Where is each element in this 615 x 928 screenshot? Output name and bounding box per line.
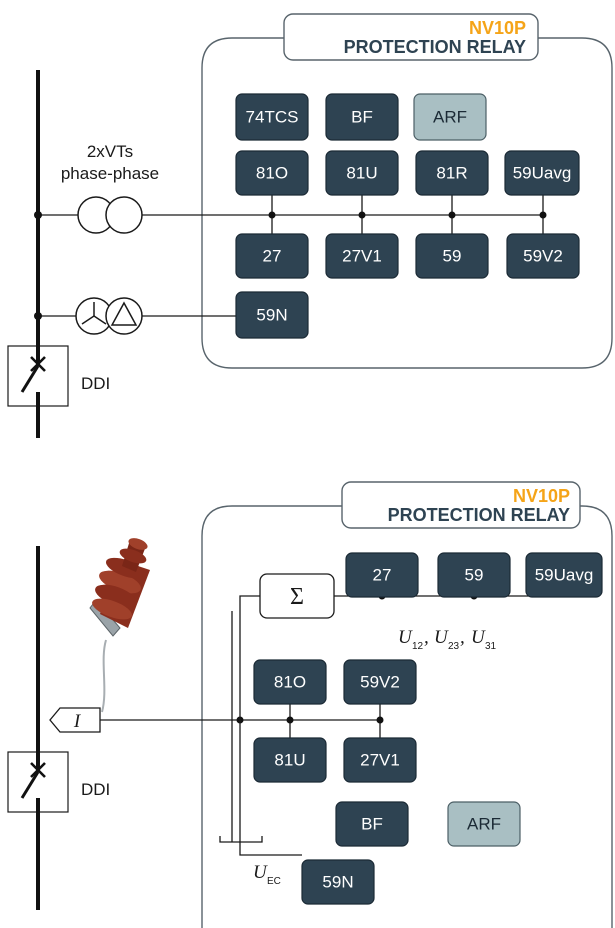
voltage-transformer-icon bbox=[77, 196, 143, 234]
relay-frame-bottom bbox=[201, 505, 613, 928]
block-59n[interactable]: 59N bbox=[235, 291, 309, 339]
block-27v1[interactable]: 27V1 bbox=[343, 737, 417, 783]
sigma-icon: Σ bbox=[290, 584, 304, 610]
svg-text:59N: 59N bbox=[256, 305, 287, 324]
block-81u[interactable]: 81U bbox=[253, 737, 327, 783]
svg-text:81U: 81U bbox=[274, 750, 305, 769]
block-81r[interactable]: 81R bbox=[415, 150, 489, 196]
residual-line-1 bbox=[239, 595, 302, 856]
block-81o[interactable]: 81O bbox=[235, 150, 309, 196]
block-27[interactable]: 27 bbox=[345, 552, 419, 598]
relay-name-top: PROTECTION RELAY bbox=[344, 37, 526, 57]
tap-nodes-current bbox=[236, 700, 384, 738]
bus-node-2 bbox=[34, 312, 42, 320]
block-bf[interactable]: BF bbox=[335, 801, 409, 847]
svg-text:59V2: 59V2 bbox=[523, 246, 563, 265]
breaker-switch-icon bbox=[20, 340, 46, 438]
svg-text:U: U bbox=[253, 862, 268, 883]
svg-text:81U: 81U bbox=[346, 163, 377, 182]
svg-text:U: U bbox=[471, 627, 486, 648]
svg-text:74TCS: 74TCS bbox=[246, 107, 299, 126]
svg-text:27V1: 27V1 bbox=[342, 246, 382, 265]
svg-text:,: , bbox=[424, 627, 429, 648]
breaker-switch-icon bbox=[20, 746, 46, 910]
bus-node-1 bbox=[34, 211, 42, 219]
svg-text:59: 59 bbox=[443, 246, 462, 265]
relay-model-top: NV10P bbox=[469, 18, 526, 38]
block-81o[interactable]: 81O bbox=[253, 659, 327, 705]
svg-text:ARF: ARF bbox=[433, 107, 467, 126]
block-74tcs[interactable]: 74TCS bbox=[235, 93, 309, 141]
svg-text:81O: 81O bbox=[274, 672, 306, 691]
relay-name-bottom: PROTECTION RELAY bbox=[388, 505, 570, 525]
current-sensor-icon bbox=[89, 538, 150, 713]
svg-text:59Uavg: 59Uavg bbox=[535, 565, 594, 584]
block-81u[interactable]: 81U bbox=[325, 150, 399, 196]
current-input-tag bbox=[49, 707, 101, 733]
svg-text:,: , bbox=[460, 627, 465, 648]
residual-bracket bbox=[219, 836, 263, 843]
block-59uavg[interactable]: 59Uavg bbox=[525, 552, 603, 598]
title-box-top bbox=[283, 13, 539, 61]
block-27[interactable]: 27 bbox=[235, 233, 309, 279]
diagram-bottom: NV10P PROTECTION RELAY I bbox=[7, 481, 613, 928]
svg-text:59V2: 59V2 bbox=[360, 672, 400, 691]
block-arf[interactable]: ARF bbox=[447, 801, 521, 847]
svg-text:BF: BF bbox=[351, 107, 373, 126]
vt-label-line1: 2xVTs bbox=[87, 142, 133, 161]
block-59[interactable]: 59 bbox=[415, 233, 489, 279]
residual-voltage-label: U EC bbox=[253, 862, 281, 887]
breaker-label-bottom: DDI bbox=[81, 780, 110, 799]
block-59v2[interactable]: 59V2 bbox=[506, 233, 580, 279]
block-59v2[interactable]: 59V2 bbox=[343, 659, 417, 705]
svg-text:81R: 81R bbox=[436, 163, 467, 182]
block-27v1[interactable]: 27V1 bbox=[325, 233, 399, 279]
voltage-labels: U 12 , U 23 , U 31 bbox=[398, 627, 497, 652]
svg-text:27: 27 bbox=[263, 246, 282, 265]
block-bf[interactable]: BF bbox=[325, 93, 399, 141]
svg-text:27V1: 27V1 bbox=[360, 750, 400, 769]
svg-text:81O: 81O bbox=[256, 163, 288, 182]
relay-frame-top bbox=[201, 37, 613, 369]
block-59[interactable]: 59 bbox=[437, 552, 511, 598]
current-input-label: I bbox=[73, 711, 82, 732]
svg-text:23: 23 bbox=[448, 641, 460, 652]
title-box-bottom bbox=[341, 481, 581, 529]
block-arf[interactable]: ARF bbox=[413, 93, 487, 141]
svg-text:EC: EC bbox=[267, 876, 281, 887]
block-59uavg[interactable]: 59Uavg bbox=[504, 150, 580, 196]
summation-block: Σ bbox=[259, 573, 335, 619]
block-59n[interactable]: 59N bbox=[301, 859, 375, 905]
svg-text:U: U bbox=[398, 627, 413, 648]
svg-text:U: U bbox=[434, 627, 449, 648]
diagram-top: NV10P PROTECTION RELAY 2xVTs phase-phase bbox=[7, 13, 613, 438]
svg-text:31: 31 bbox=[485, 641, 497, 652]
vt-label-line2: phase-phase bbox=[61, 164, 159, 183]
relay-model-bottom: NV10P bbox=[513, 486, 570, 506]
tap-nodes-top bbox=[268, 195, 547, 234]
svg-text:BF: BF bbox=[361, 814, 383, 833]
svg-text:59N: 59N bbox=[322, 872, 353, 891]
breaker-label-top: DDI bbox=[81, 374, 110, 393]
star-delta-transformer-icon bbox=[75, 297, 143, 335]
svg-text:59Uavg: 59Uavg bbox=[513, 163, 572, 182]
svg-text:59: 59 bbox=[465, 565, 484, 584]
svg-text:ARF: ARF bbox=[467, 814, 501, 833]
svg-text:12: 12 bbox=[412, 641, 424, 652]
svg-text:27: 27 bbox=[373, 565, 392, 584]
